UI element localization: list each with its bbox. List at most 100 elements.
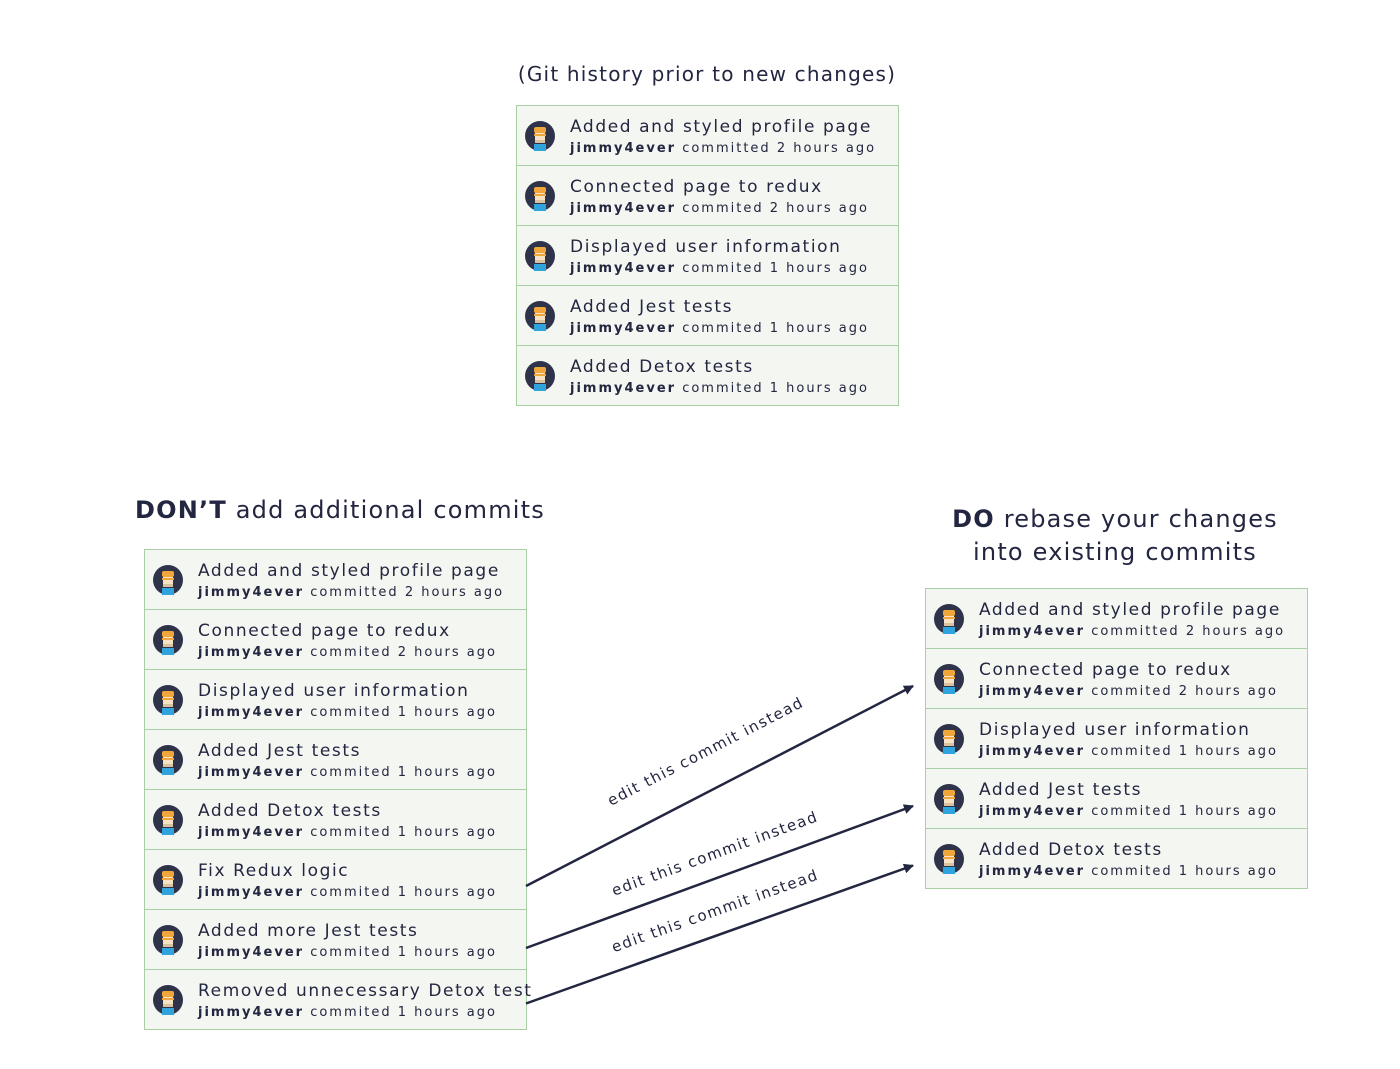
commit-action: commited (682, 261, 764, 276)
commit-action: commited (310, 945, 392, 960)
commit-row: Added Detox tests jimmy4ever commited 1 … (145, 790, 526, 850)
commit-row: Connected page to redux jimmy4ever commi… (926, 649, 1307, 709)
user-avatar-icon (934, 604, 964, 634)
commit-meta: jimmy4ever commited 1 hours ago (979, 744, 1278, 759)
commit-author: jimmy4ever (198, 705, 305, 720)
commit-message: Added Jest tests (198, 741, 362, 761)
dont-caption-bold: DON’T (135, 496, 227, 524)
commit-message: Added Jest tests (570, 297, 734, 317)
user-avatar-icon (934, 724, 964, 754)
commit-author: jimmy4ever (198, 585, 305, 600)
commit-action: commited (1091, 744, 1173, 759)
arrow-label: edit this commit instead (609, 807, 820, 899)
commit-row: Added and styled profile page jimmy4ever… (145, 550, 526, 610)
commit-message: Removed unnecessary Detox test (198, 981, 533, 1001)
commit-time: 1 hours ago (397, 825, 497, 840)
commit-message: Displayed user information (198, 681, 470, 701)
commit-author: jimmy4ever (570, 381, 677, 396)
commit-author: jimmy4ever (198, 645, 305, 660)
commit-row: Removed unnecessary Detox test jimmy4eve… (145, 970, 531, 1029)
commit-time: 1 hours ago (1178, 804, 1278, 819)
commit-meta: jimmy4ever commited 1 hours ago (979, 864, 1278, 879)
commit-meta: jimmy4ever commited 1 hours ago (198, 1005, 497, 1020)
commit-author: jimmy4ever (570, 321, 677, 336)
arrow-line (525, 684, 914, 888)
commit-author: jimmy4ever (570, 261, 677, 276)
commit-action: commited (310, 705, 392, 720)
commit-action: commited (682, 321, 764, 336)
arrow-line (525, 804, 914, 950)
commit-author: jimmy4ever (979, 864, 1086, 879)
commit-message: Displayed user information (570, 237, 842, 257)
commit-action: commited (1091, 864, 1173, 879)
commit-message: Connected page to redux (979, 660, 1232, 680)
commit-time: 1 hours ago (397, 1005, 497, 1020)
commit-author: jimmy4ever (979, 624, 1086, 639)
user-avatar-icon (525, 301, 555, 331)
user-avatar-icon (153, 865, 183, 895)
commit-action: commited (310, 645, 392, 660)
commit-time: 2 hours ago (1185, 624, 1286, 639)
commit-list-dont: Added and styled profile page jimmy4ever… (144, 549, 531, 1030)
commit-meta: jimmy4ever commited 1 hours ago (198, 885, 497, 900)
do-caption-bold: DO (952, 505, 995, 533)
commit-action: commited (1091, 804, 1173, 819)
commit-author: jimmy4ever (979, 804, 1086, 819)
commit-meta: jimmy4ever commited 1 hours ago (198, 705, 497, 720)
commit-time: 1 hours ago (1178, 744, 1278, 759)
commit-author: jimmy4ever (198, 825, 305, 840)
commit-message: Added more Jest tests (198, 921, 419, 941)
commit-time: 1 hours ago (397, 945, 497, 960)
arrow-label: edit this commit instead (609, 866, 821, 956)
commit-action: committed (1091, 624, 1180, 639)
user-avatar-icon (934, 844, 964, 874)
commit-message: Connected page to redux (198, 621, 451, 641)
commit-time: 2 hours ago (776, 141, 877, 156)
user-avatar-icon (153, 565, 183, 595)
commit-row: Added Jest tests jimmy4ever commited 1 h… (517, 286, 898, 346)
commit-action: commited (310, 885, 392, 900)
commit-row: Connected page to redux jimmy4ever commi… (517, 166, 898, 226)
commit-list-original: Added and styled profile page jimmy4ever… (516, 105, 899, 406)
commit-author: jimmy4ever (198, 885, 305, 900)
commit-action: commited (682, 201, 764, 216)
commit-time: 2 hours ago (404, 585, 505, 600)
user-avatar-icon (934, 664, 964, 694)
commit-row: Added Jest tests jimmy4ever commited 1 h… (926, 769, 1307, 829)
user-avatar-icon (153, 805, 183, 835)
commit-row: Fix Redux logic jimmy4ever commited 1 ho… (145, 850, 526, 910)
user-avatar-icon (525, 121, 555, 151)
commit-meta: jimmy4ever commited 1 hours ago (198, 765, 497, 780)
commit-time: 1 hours ago (397, 705, 497, 720)
user-avatar-icon (153, 745, 183, 775)
commit-message: Connected page to redux (570, 177, 823, 197)
commit-author: jimmy4ever (198, 1005, 305, 1020)
commit-action: commited (1091, 684, 1173, 699)
arrow-label: edit this commit instead (604, 693, 806, 809)
user-avatar-icon (934, 784, 964, 814)
commit-row: Connected page to redux jimmy4ever commi… (145, 610, 526, 670)
commit-time: 1 hours ago (397, 765, 497, 780)
commit-row: Added Detox tests jimmy4ever commited 1 … (926, 829, 1307, 888)
commit-action: committed (310, 585, 399, 600)
user-avatar-icon (153, 925, 183, 955)
commit-meta: jimmy4ever committed 2 hours ago (198, 585, 504, 600)
commit-meta: jimmy4ever commited 1 hours ago (979, 804, 1278, 819)
commit-message: Displayed user information (979, 720, 1251, 740)
commit-action: committed (682, 141, 771, 156)
user-avatar-icon (525, 181, 555, 211)
commit-action: commited (310, 765, 392, 780)
commit-author: jimmy4ever (979, 684, 1086, 699)
commit-time: 1 hours ago (769, 321, 869, 336)
dont-caption-text: add additional commits (235, 496, 545, 524)
commit-message: Added and styled profile page (198, 561, 500, 581)
commit-message: Added Jest tests (979, 780, 1143, 800)
commit-row: Added Detox tests jimmy4ever commited 1 … (517, 346, 898, 405)
user-avatar-icon (525, 241, 555, 271)
commit-time: 2 hours ago (1178, 684, 1278, 699)
commit-author: jimmy4ever (570, 201, 677, 216)
commit-row: Displayed user information jimmy4ever co… (517, 226, 898, 286)
commit-message: Added Detox tests (979, 840, 1163, 860)
commit-row: Added and styled profile page jimmy4ever… (926, 589, 1307, 649)
